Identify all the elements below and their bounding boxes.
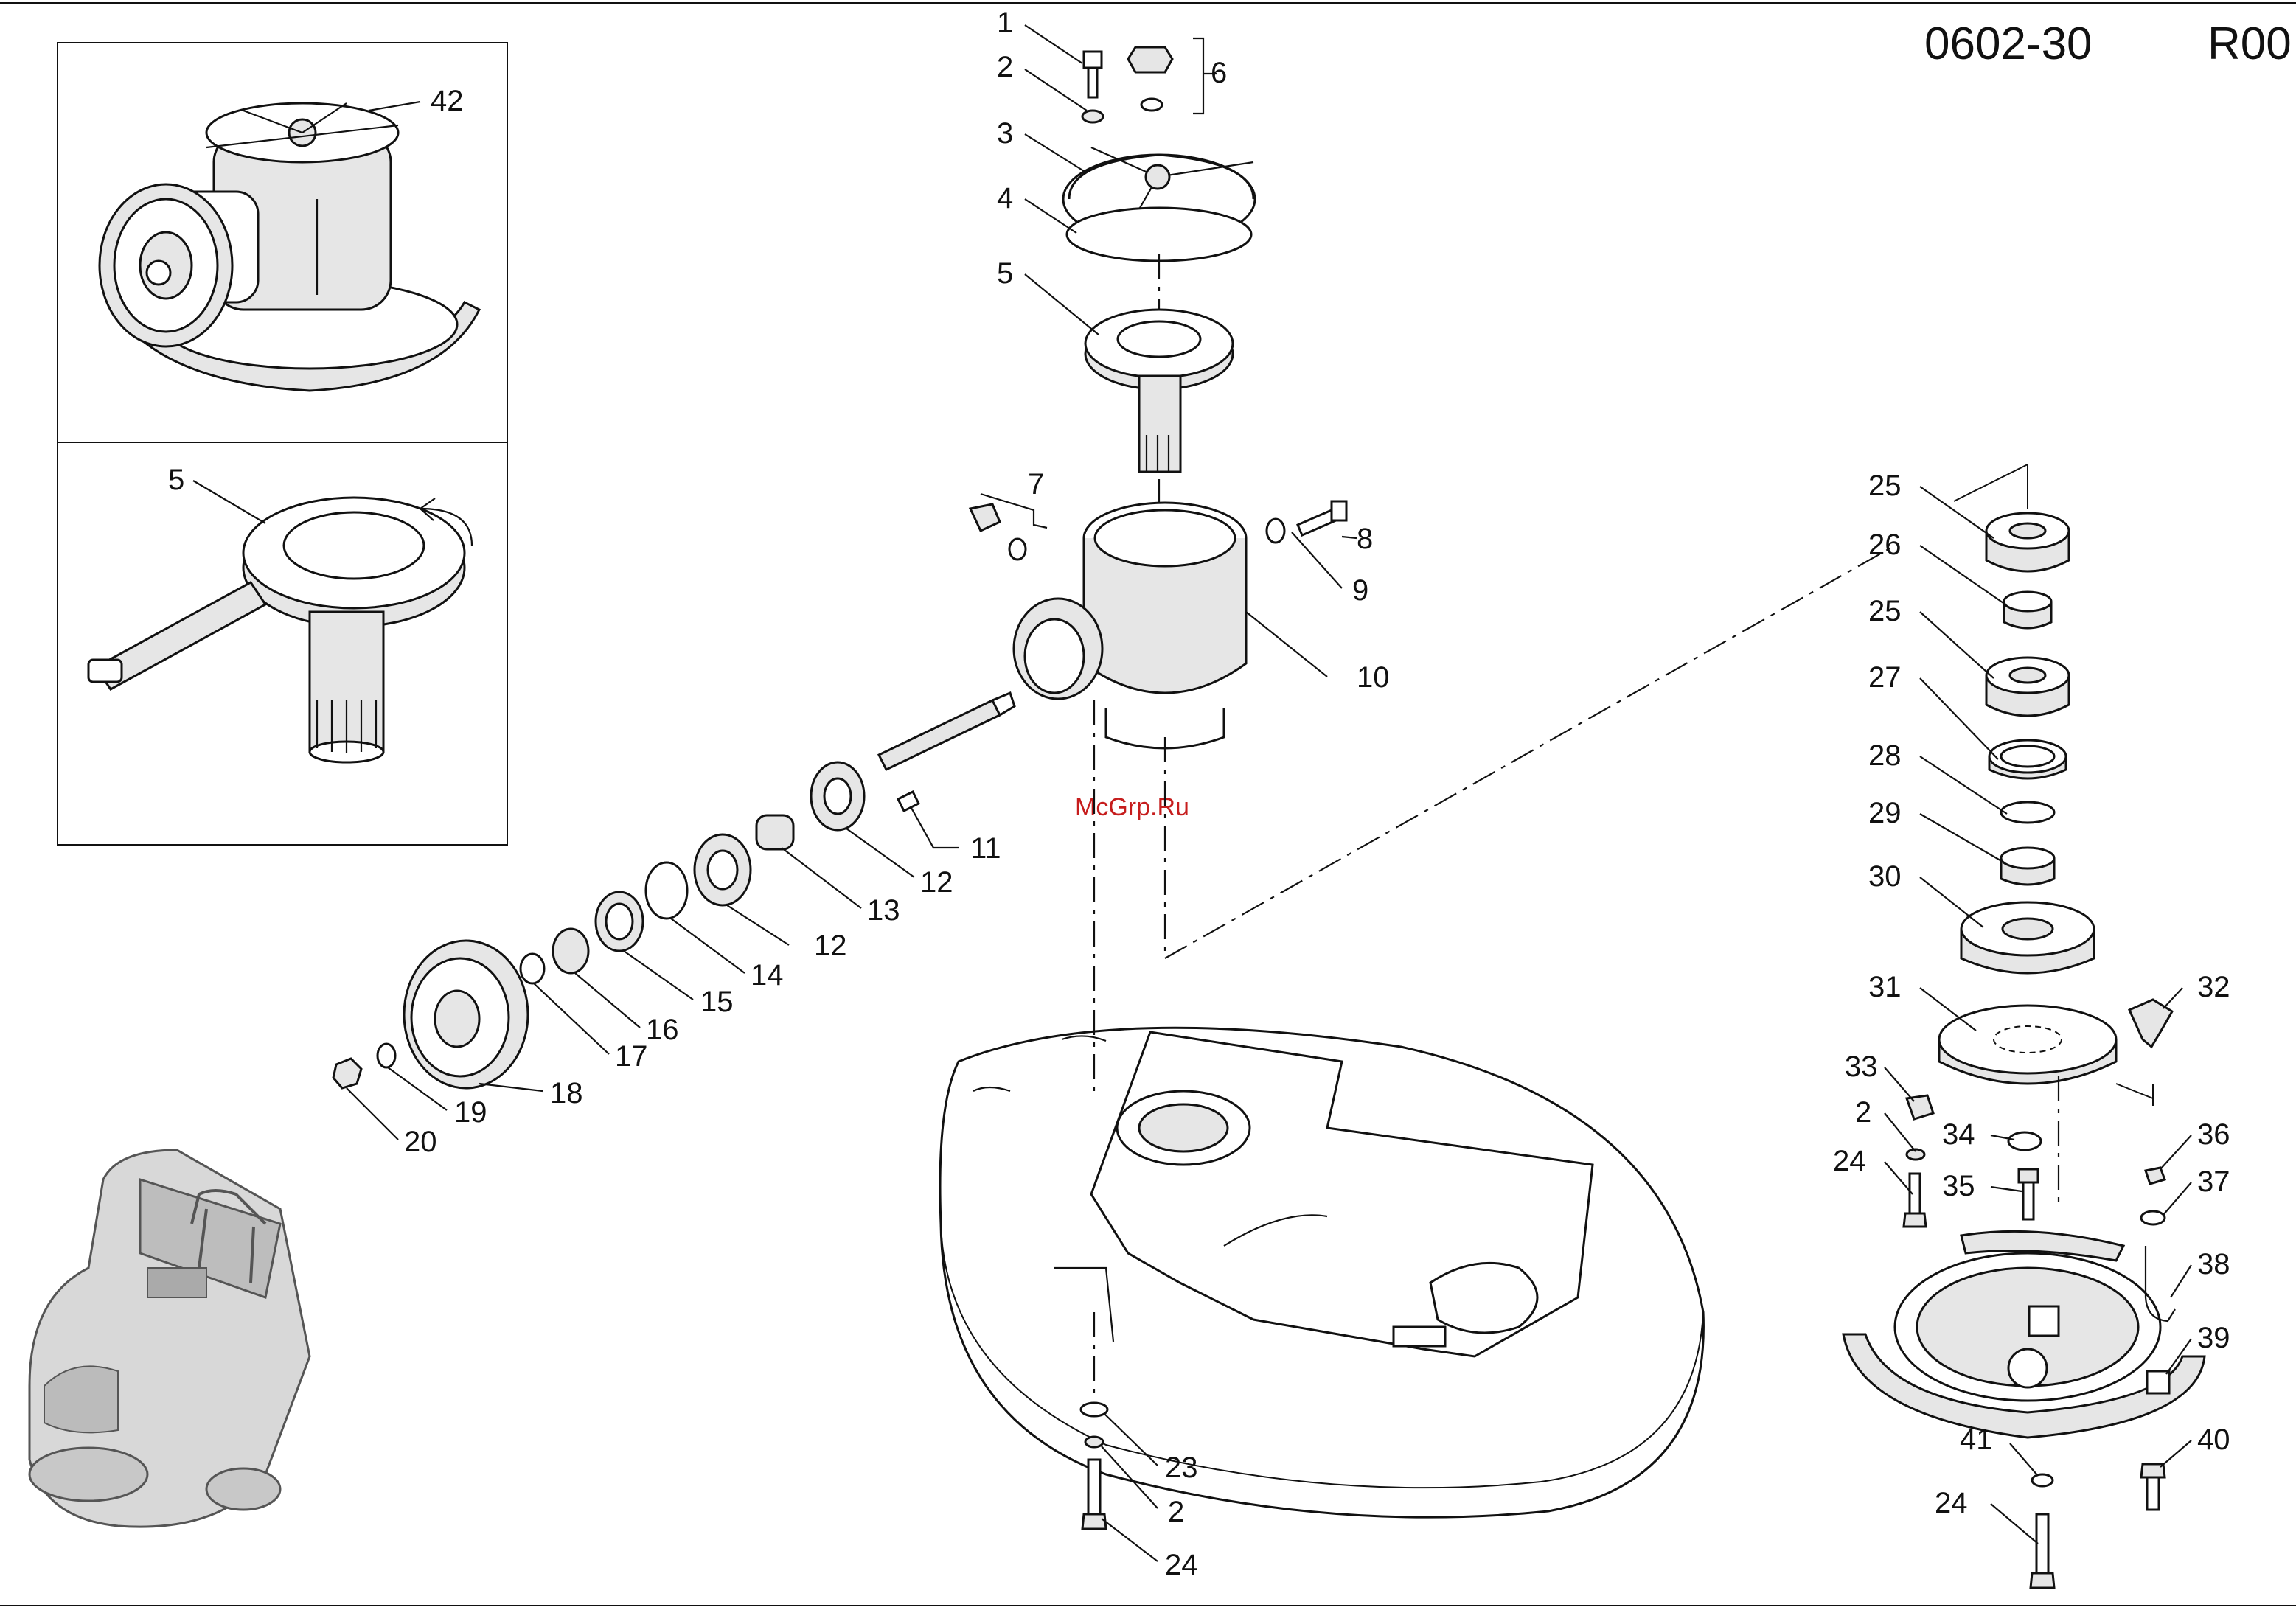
callout-42: 42 <box>431 85 464 117</box>
callout-23: 23 <box>1165 1452 1198 1484</box>
callout-34: 34 <box>1942 1118 1975 1151</box>
callout-25-lower: 25 <box>1868 595 1902 627</box>
callout-24-hub: 24 <box>1833 1145 1866 1177</box>
callout-31: 31 <box>1868 971 1902 1003</box>
callout-7: 7 <box>1028 468 1044 501</box>
callout-19: 19 <box>454 1096 487 1129</box>
watermark: McGrp.Ru <box>1075 793 1189 821</box>
callout-29: 29 <box>1868 797 1902 829</box>
assembled-gearbox-illustration <box>100 103 479 391</box>
floor-scrubber-machine-illustration <box>29 1150 310 1527</box>
callout-16: 16 <box>646 1014 679 1046</box>
callout-17: 17 <box>615 1040 648 1073</box>
leader-5b <box>193 481 265 523</box>
diagram-code: 0602-30 <box>1924 18 2093 69</box>
callout-32: 32 <box>2197 971 2230 1003</box>
callout-12-lower: 12 <box>814 930 847 962</box>
callout-27: 27 <box>1868 661 1902 694</box>
base-plate <box>940 1028 1703 1517</box>
callout-30: 30 <box>1868 860 1902 893</box>
callout-41: 41 <box>1960 1423 1993 1456</box>
callout-9: 9 <box>1352 574 1368 607</box>
callout-40: 40 <box>2197 1423 2230 1456</box>
callout-39: 39 <box>2197 1322 2230 1354</box>
inset-panel: 42 5 <box>58 43 507 845</box>
callout-38: 38 <box>2197 1248 2230 1280</box>
callout-26: 26 <box>1868 529 1902 561</box>
callout-5-inset: 5 <box>168 464 184 496</box>
callout-28: 28 <box>1868 739 1902 772</box>
brush-hub-stack <box>1843 464 2205 1588</box>
callout-18: 18 <box>550 1077 583 1109</box>
callout-33: 33 <box>1845 1050 1878 1083</box>
leader-42 <box>369 102 420 111</box>
callout-4: 4 <box>997 182 1013 215</box>
axis-line-diagonal <box>1165 546 1895 958</box>
callout-14: 14 <box>751 959 784 992</box>
callout-8: 8 <box>1357 523 1373 555</box>
gearbox-housing-stack <box>970 47 1346 748</box>
callout-3: 3 <box>997 117 1013 150</box>
callout-2-top: 2 <box>997 51 1013 83</box>
callout-37: 37 <box>2197 1165 2230 1198</box>
callout-6: 6 <box>1211 57 1227 89</box>
callout-2-base: 2 <box>1168 1496 1184 1528</box>
callout-10: 10 <box>1357 661 1390 694</box>
callout-20: 20 <box>404 1126 437 1158</box>
callout-24-hub-bottom: 24 <box>1935 1487 1968 1519</box>
callout-11: 11 <box>970 832 1001 865</box>
callout-1: 1 <box>997 7 1013 39</box>
callout-24-base: 24 <box>1165 1549 1198 1581</box>
callout-35: 35 <box>1942 1170 1975 1202</box>
gear-shaft-illustration <box>88 498 472 762</box>
callout-25-upper: 25 <box>1868 470 1902 502</box>
callout-13: 13 <box>867 894 900 927</box>
callout-12-upper: 12 <box>920 866 953 899</box>
revision-code: R00 <box>2208 18 2292 69</box>
callout-36: 36 <box>2197 1118 2230 1151</box>
callout-15: 15 <box>700 986 734 1018</box>
callout-5: 5 <box>997 257 1013 290</box>
callout-2-hub: 2 <box>1855 1096 1871 1129</box>
